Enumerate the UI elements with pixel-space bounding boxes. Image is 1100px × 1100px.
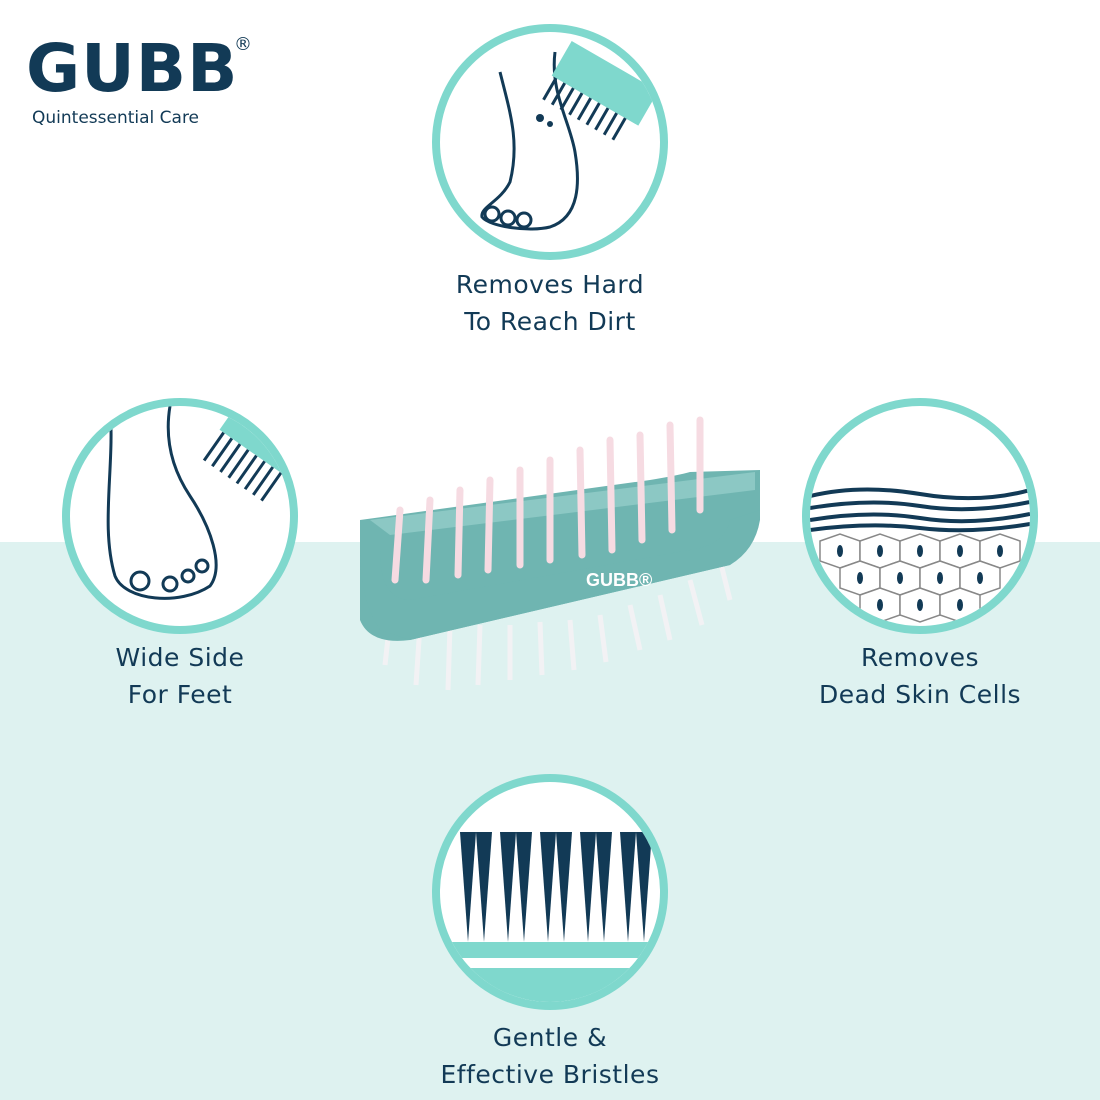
product-nail-brush: GUBB® <box>350 400 770 700</box>
feature-caption: Gentle & Effective Bristles <box>400 1019 700 1093</box>
brand-logo: GUBB ® Quintessential Care <box>26 30 252 128</box>
foot-brush-icon <box>432 24 668 260</box>
brand-name: GUBB <box>26 30 239 107</box>
product-logo: GUBB® <box>586 570 652 590</box>
feature-caption: Wide Side For Feet <box>30 639 330 713</box>
caption-line: Dead Skin Cells <box>818 680 1022 709</box>
caption-line: Wide Side <box>115 643 245 672</box>
brand-tagline: Quintessential Care <box>32 108 200 128</box>
feature-caption: Removes Dead Skin Cells <box>770 639 1070 713</box>
bristles-icon <box>432 774 668 1010</box>
caption-line: Gentle & <box>492 1023 608 1052</box>
registered-mark: ® <box>234 34 252 55</box>
caption-line: Effective Bristles <box>440 1060 660 1089</box>
caption-line: For Feet <box>127 680 233 709</box>
caption-line: Removes <box>861 643 979 672</box>
caption-line: Removes Hard <box>455 270 645 299</box>
caption-line: To Reach Dirt <box>464 307 636 336</box>
skin-cells-icon <box>802 398 1038 634</box>
foot-wide-brush-icon <box>62 398 298 634</box>
feature-caption: Removes Hard To Reach Dirt <box>400 266 700 340</box>
